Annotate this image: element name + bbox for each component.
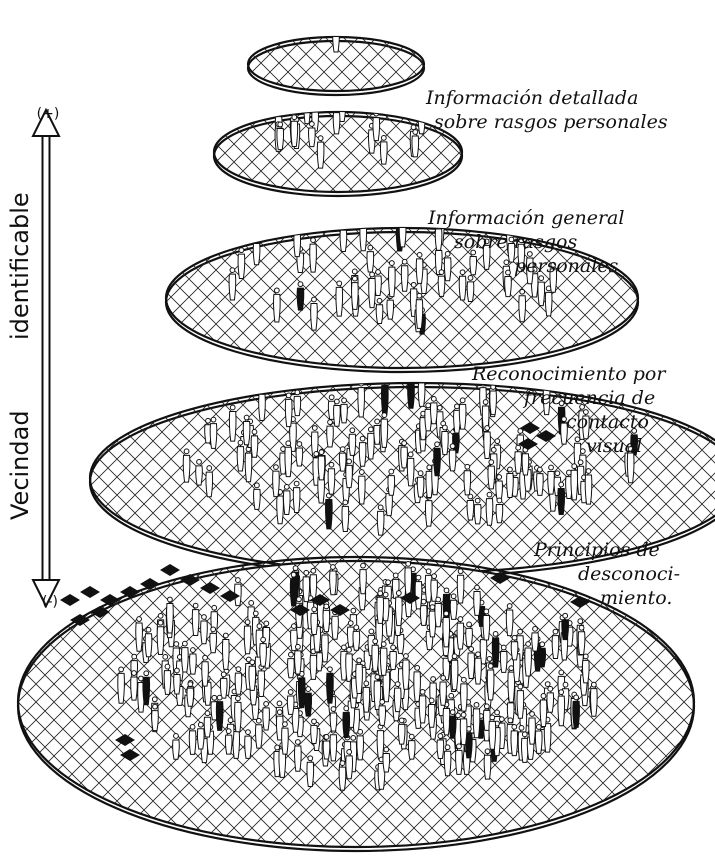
person-figure	[287, 690, 294, 715]
person-figure	[187, 682, 194, 706]
person-figure	[450, 594, 457, 620]
person-figure	[288, 652, 295, 677]
axis-bottom-marker: (-)	[42, 594, 58, 610]
person-figure	[196, 459, 203, 485]
person-figure	[311, 719, 318, 743]
person-figure	[294, 227, 301, 257]
person-figure	[294, 390, 301, 416]
person-figure	[353, 625, 360, 650]
level-3-line-3: contacto	[566, 411, 649, 433]
person-figure	[367, 245, 374, 272]
person-figure	[339, 447, 346, 471]
person-figure	[340, 224, 347, 252]
person-figure	[349, 428, 356, 455]
person-figure	[376, 298, 383, 323]
level-4-line-3: miento.	[600, 587, 672, 609]
person-figure	[190, 648, 197, 674]
person-figure	[511, 635, 518, 660]
dark-cell	[80, 586, 100, 598]
person-figure	[341, 398, 348, 423]
person-figure	[496, 475, 503, 501]
vertical-axis	[33, 110, 59, 606]
person-figure	[152, 704, 159, 730]
person-figure	[379, 699, 386, 725]
level-3-line-4: visual	[586, 435, 642, 457]
person-figure	[562, 613, 569, 639]
person-figure	[398, 718, 405, 744]
person-figure	[333, 106, 340, 134]
person-figure	[408, 376, 415, 408]
person-figure	[437, 734, 444, 759]
person-figure	[430, 396, 437, 423]
axis-top-marker: (+)	[37, 106, 60, 122]
person-figure	[467, 276, 474, 302]
dark-cell	[60, 594, 80, 606]
person-figure	[401, 441, 408, 468]
person-figure	[204, 711, 211, 737]
person-figure	[467, 494, 474, 520]
person-figure	[496, 498, 503, 523]
person-figure	[505, 270, 512, 297]
person-figure	[500, 645, 507, 672]
dark-cell	[160, 564, 180, 576]
level-1-line-2: sobre rasgos personales	[434, 111, 668, 133]
person-figure	[254, 483, 261, 509]
person-figure	[399, 216, 406, 246]
person-figure	[220, 672, 227, 698]
person-figure	[323, 735, 330, 759]
person-figure	[539, 642, 546, 667]
person-figure	[547, 686, 554, 712]
person-figure	[387, 294, 394, 319]
person-figure	[197, 722, 204, 749]
person-figure	[474, 498, 481, 524]
person-figure	[408, 734, 415, 759]
axis-label-vecindad: Vecindad	[6, 410, 34, 520]
level-4-line-2: desconoci-	[578, 563, 680, 585]
level-3-line-2: frecuencia de	[522, 387, 655, 409]
person-figure	[438, 270, 445, 297]
level-2-line-3: personales	[514, 255, 619, 277]
person-figure	[470, 250, 477, 275]
person-figure	[417, 471, 424, 497]
person-figure	[174, 668, 181, 694]
person-figure	[210, 627, 217, 653]
person-figure	[173, 734, 180, 760]
person-figure	[330, 707, 337, 731]
level-4-line-1: Principios de	[533, 539, 660, 561]
person-figure	[532, 626, 539, 651]
level-label-1: Información detallada sobre rasgos perso…	[425, 87, 668, 133]
person-figure	[309, 122, 316, 147]
level-3-line-1: Reconocimiento por	[471, 363, 667, 385]
axis-label-identificable: identificable	[6, 192, 34, 340]
level-2-line-1: Información general	[427, 207, 624, 229]
level-2-line-2: sobre rasgos	[454, 231, 577, 253]
person-figure	[388, 469, 395, 495]
person-figure	[449, 444, 456, 471]
person-figure	[296, 442, 303, 466]
person-figure	[390, 645, 397, 669]
person-figure	[383, 747, 390, 772]
person-figure	[334, 399, 341, 426]
level-1-line-1: Información detallada	[425, 87, 638, 109]
person-figure	[225, 729, 232, 754]
person-figure	[327, 420, 334, 447]
person-figure	[466, 622, 473, 647]
person-figure	[412, 130, 419, 157]
person-figure	[360, 218, 367, 250]
person-figure	[312, 105, 319, 131]
person-figure	[418, 377, 425, 407]
